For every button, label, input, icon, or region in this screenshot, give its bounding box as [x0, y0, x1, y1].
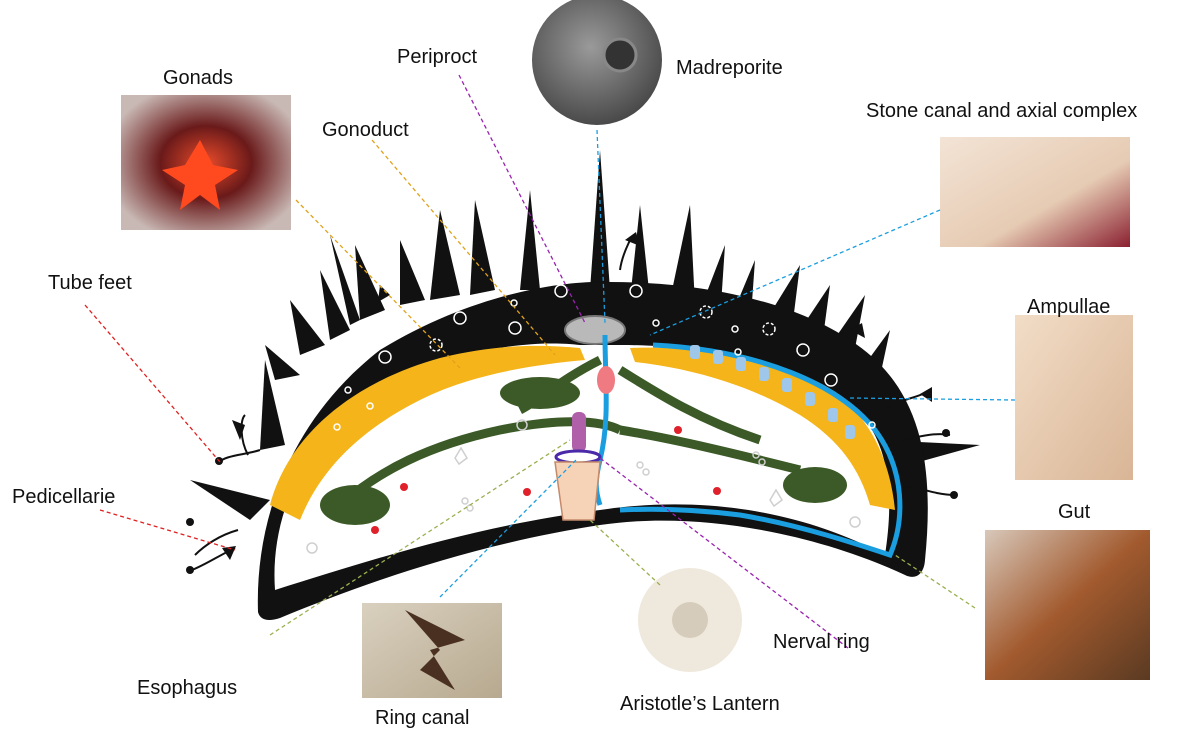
- label-ring-canal: Ring canal: [375, 708, 470, 728]
- label-pedicellarie: Pedicellarie: [12, 487, 115, 507]
- label-periproct: Periproct: [397, 47, 477, 67]
- esophagus-shape: [572, 412, 586, 452]
- periproct-shape: [565, 316, 625, 344]
- label-esophagus: Esophagus: [137, 678, 237, 698]
- axial-organ: [597, 366, 615, 394]
- label-tube-feet: Tube feet: [48, 273, 132, 293]
- lantern-shape: [555, 462, 600, 520]
- gut-upper: [500, 377, 580, 409]
- photo-gut: [985, 530, 1150, 680]
- label-stone-canal: Stone canal and axial complex: [866, 101, 1137, 121]
- photo-gonads: [121, 95, 291, 230]
- label-aristotles-lantern: Aristotle’s Lantern: [620, 694, 780, 714]
- label-madreporite: Madreporite: [676, 58, 783, 78]
- photo-madreporite: [532, 0, 662, 125]
- photo-stone-canal: [940, 137, 1130, 247]
- label-ampullae: Ampullae: [1027, 297, 1110, 317]
- label-gut: Gut: [1058, 502, 1090, 522]
- label-nerval-ring: Nerval ring: [773, 632, 870, 652]
- photo-ampullae: [1015, 315, 1133, 480]
- label-gonads: Gonads: [163, 68, 233, 88]
- label-gonoduct: Gonoduct: [322, 120, 409, 140]
- photo-aristotles-lantern: [638, 568, 742, 672]
- gut-lobe-left: [320, 485, 390, 525]
- gut-lobe-right: [783, 467, 847, 503]
